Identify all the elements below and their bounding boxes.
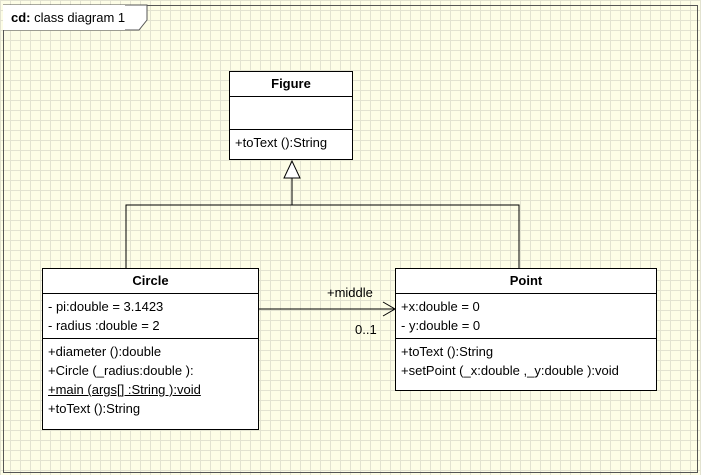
class-name: Circle bbox=[43, 269, 258, 294]
operations-section: +diameter ():double +Circle (_radius:dou… bbox=[43, 339, 258, 421]
class-figure[interactable]: Figure +toText ():String bbox=[229, 71, 353, 160]
operations-section: +toText ():String bbox=[230, 130, 352, 155]
association-role-label: +middle bbox=[327, 285, 373, 300]
operations-section: +toText ():String +setPoint (_x:double ,… bbox=[396, 339, 656, 383]
frame-keyword: cd: bbox=[11, 10, 31, 25]
association-multiplicity-label: 0..1 bbox=[355, 322, 377, 337]
operation: +toText ():String bbox=[401, 344, 494, 359]
attribute: - pi:double = 3.1423 bbox=[48, 299, 164, 314]
operation: +Circle (_radius:double ): bbox=[48, 363, 194, 378]
attributes-section: +x:double = 0 - y:double = 0 bbox=[396, 294, 656, 339]
operation: +toText ():String bbox=[235, 135, 328, 150]
attributes-section: - pi:double = 3.1423 - radius :double = … bbox=[43, 294, 258, 339]
frame-tag: cd: class diagram 1 bbox=[3, 5, 126, 30]
operation: +setPoint (_x:double ,_y:double ):void bbox=[401, 363, 619, 378]
frame-title: class diagram 1 bbox=[34, 10, 126, 25]
attribute: - radius :double = 2 bbox=[48, 318, 160, 333]
operation: +toText ():String bbox=[48, 401, 141, 416]
static-operation: +main (args[] :String ):void bbox=[48, 382, 201, 397]
generalization-arrowhead bbox=[283, 159, 301, 179]
operation: +diameter ():double bbox=[48, 344, 162, 359]
class-name: Point bbox=[396, 269, 656, 294]
generalization-branch bbox=[125, 204, 520, 268]
diagram-frame bbox=[3, 5, 698, 473]
attribute: - y:double = 0 bbox=[401, 318, 481, 333]
attribute: +x:double = 0 bbox=[401, 299, 480, 314]
class-point[interactable]: Point +x:double = 0 - y:double = 0 +toTe… bbox=[395, 268, 657, 391]
attributes-section bbox=[230, 97, 352, 130]
class-circle[interactable]: Circle - pi:double = 3.1423 - radius :do… bbox=[42, 268, 259, 430]
class-name: Figure bbox=[230, 72, 352, 97]
